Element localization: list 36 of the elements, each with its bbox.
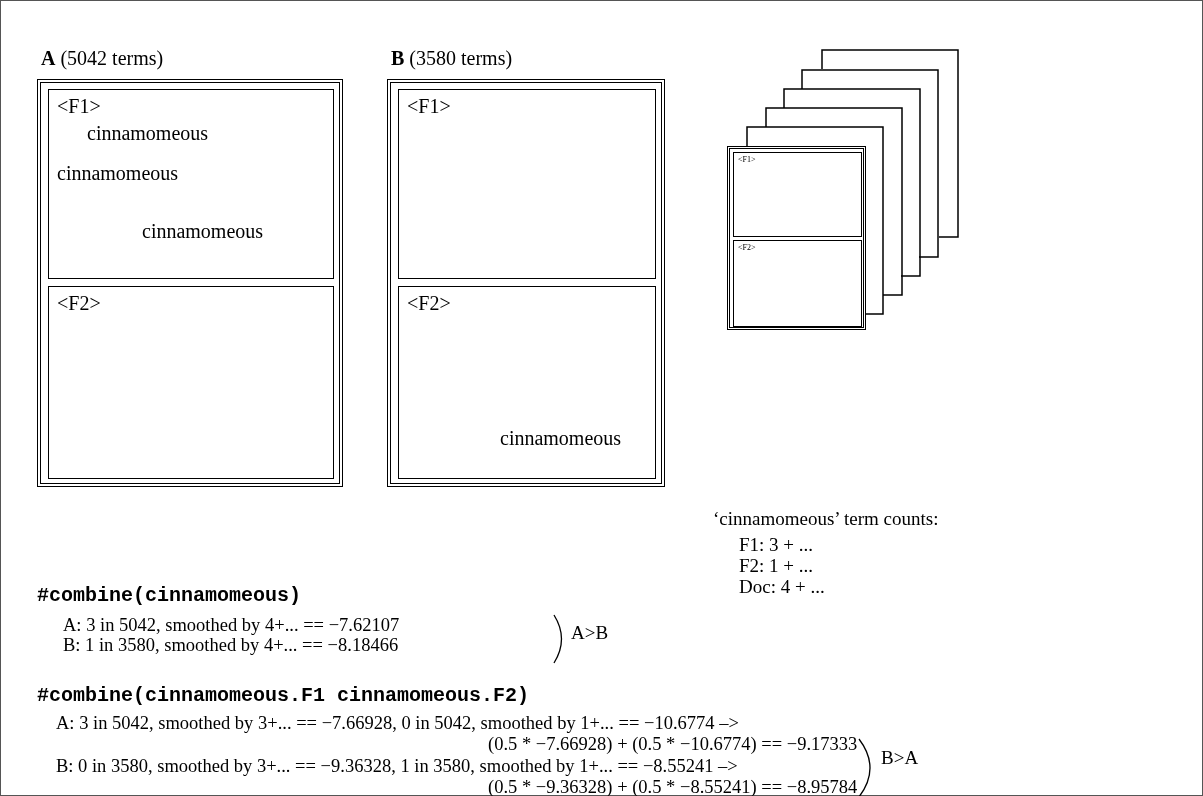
score-line: (0.5 * −7.66928) + (0.5 * −10.6774) == −9.17333 xyxy=(488,734,858,755)
document-box xyxy=(727,146,866,330)
document-page xyxy=(801,69,940,259)
field-tag: <F2> xyxy=(738,244,756,253)
count-line: F1: 3 + ... xyxy=(739,535,814,556)
field-tag: <F1> xyxy=(738,156,756,165)
term-text: cinnamomeous xyxy=(142,220,264,242)
term-text: cinnamomeous xyxy=(500,427,622,449)
document-heading: A (5042 terms) xyxy=(41,47,164,69)
comparison-result: B>A xyxy=(881,748,919,769)
term-text: cinnamomeous xyxy=(87,122,209,144)
field-box xyxy=(733,152,862,237)
score-line: B: 1 in 3580, smoothed by 4+... == −8.18466 xyxy=(63,635,399,656)
field-tag: <F2> xyxy=(57,292,101,314)
count-line: F2: 1 + ... xyxy=(739,556,814,577)
field-tag: <F1> xyxy=(407,95,451,117)
field-tag: <F1> xyxy=(57,95,101,117)
counts-heading: ‘cinnamomeous’ term counts: xyxy=(713,509,939,530)
document-heading: B (3580 terms) xyxy=(391,47,513,69)
field-box xyxy=(398,89,656,279)
field-box xyxy=(48,286,334,479)
score-line: B: 0 in 3580, smoothed by 3+... == −9.36328, 1 in 3580, smoothed by 1+... == −8.55241 –> xyxy=(56,756,738,777)
field-box xyxy=(733,240,862,327)
field-box xyxy=(398,286,656,479)
field-box xyxy=(48,89,334,279)
document-page xyxy=(783,88,922,278)
comparison-result: A>B xyxy=(571,623,609,644)
field-tag: <F2> xyxy=(407,292,451,314)
count-line: Doc: 4 + ... xyxy=(739,577,825,598)
document-page xyxy=(821,49,960,239)
document-page xyxy=(765,107,904,297)
term-text: cinnamomeous xyxy=(57,162,179,184)
score-line: A: 3 in 5042, smoothed by 3+... == −7.66928, 0 in 5042, smoothed by 1+... == −10.6774 –> xyxy=(56,713,739,734)
score-line: A: 3 in 5042, smoothed by 4+... == −7.62107 xyxy=(63,615,400,636)
query-code: #combine(cinnamomeous.F1 cinnamomeous.F2) xyxy=(37,685,530,707)
query-code: #combine(cinnamomeous) xyxy=(37,585,302,607)
